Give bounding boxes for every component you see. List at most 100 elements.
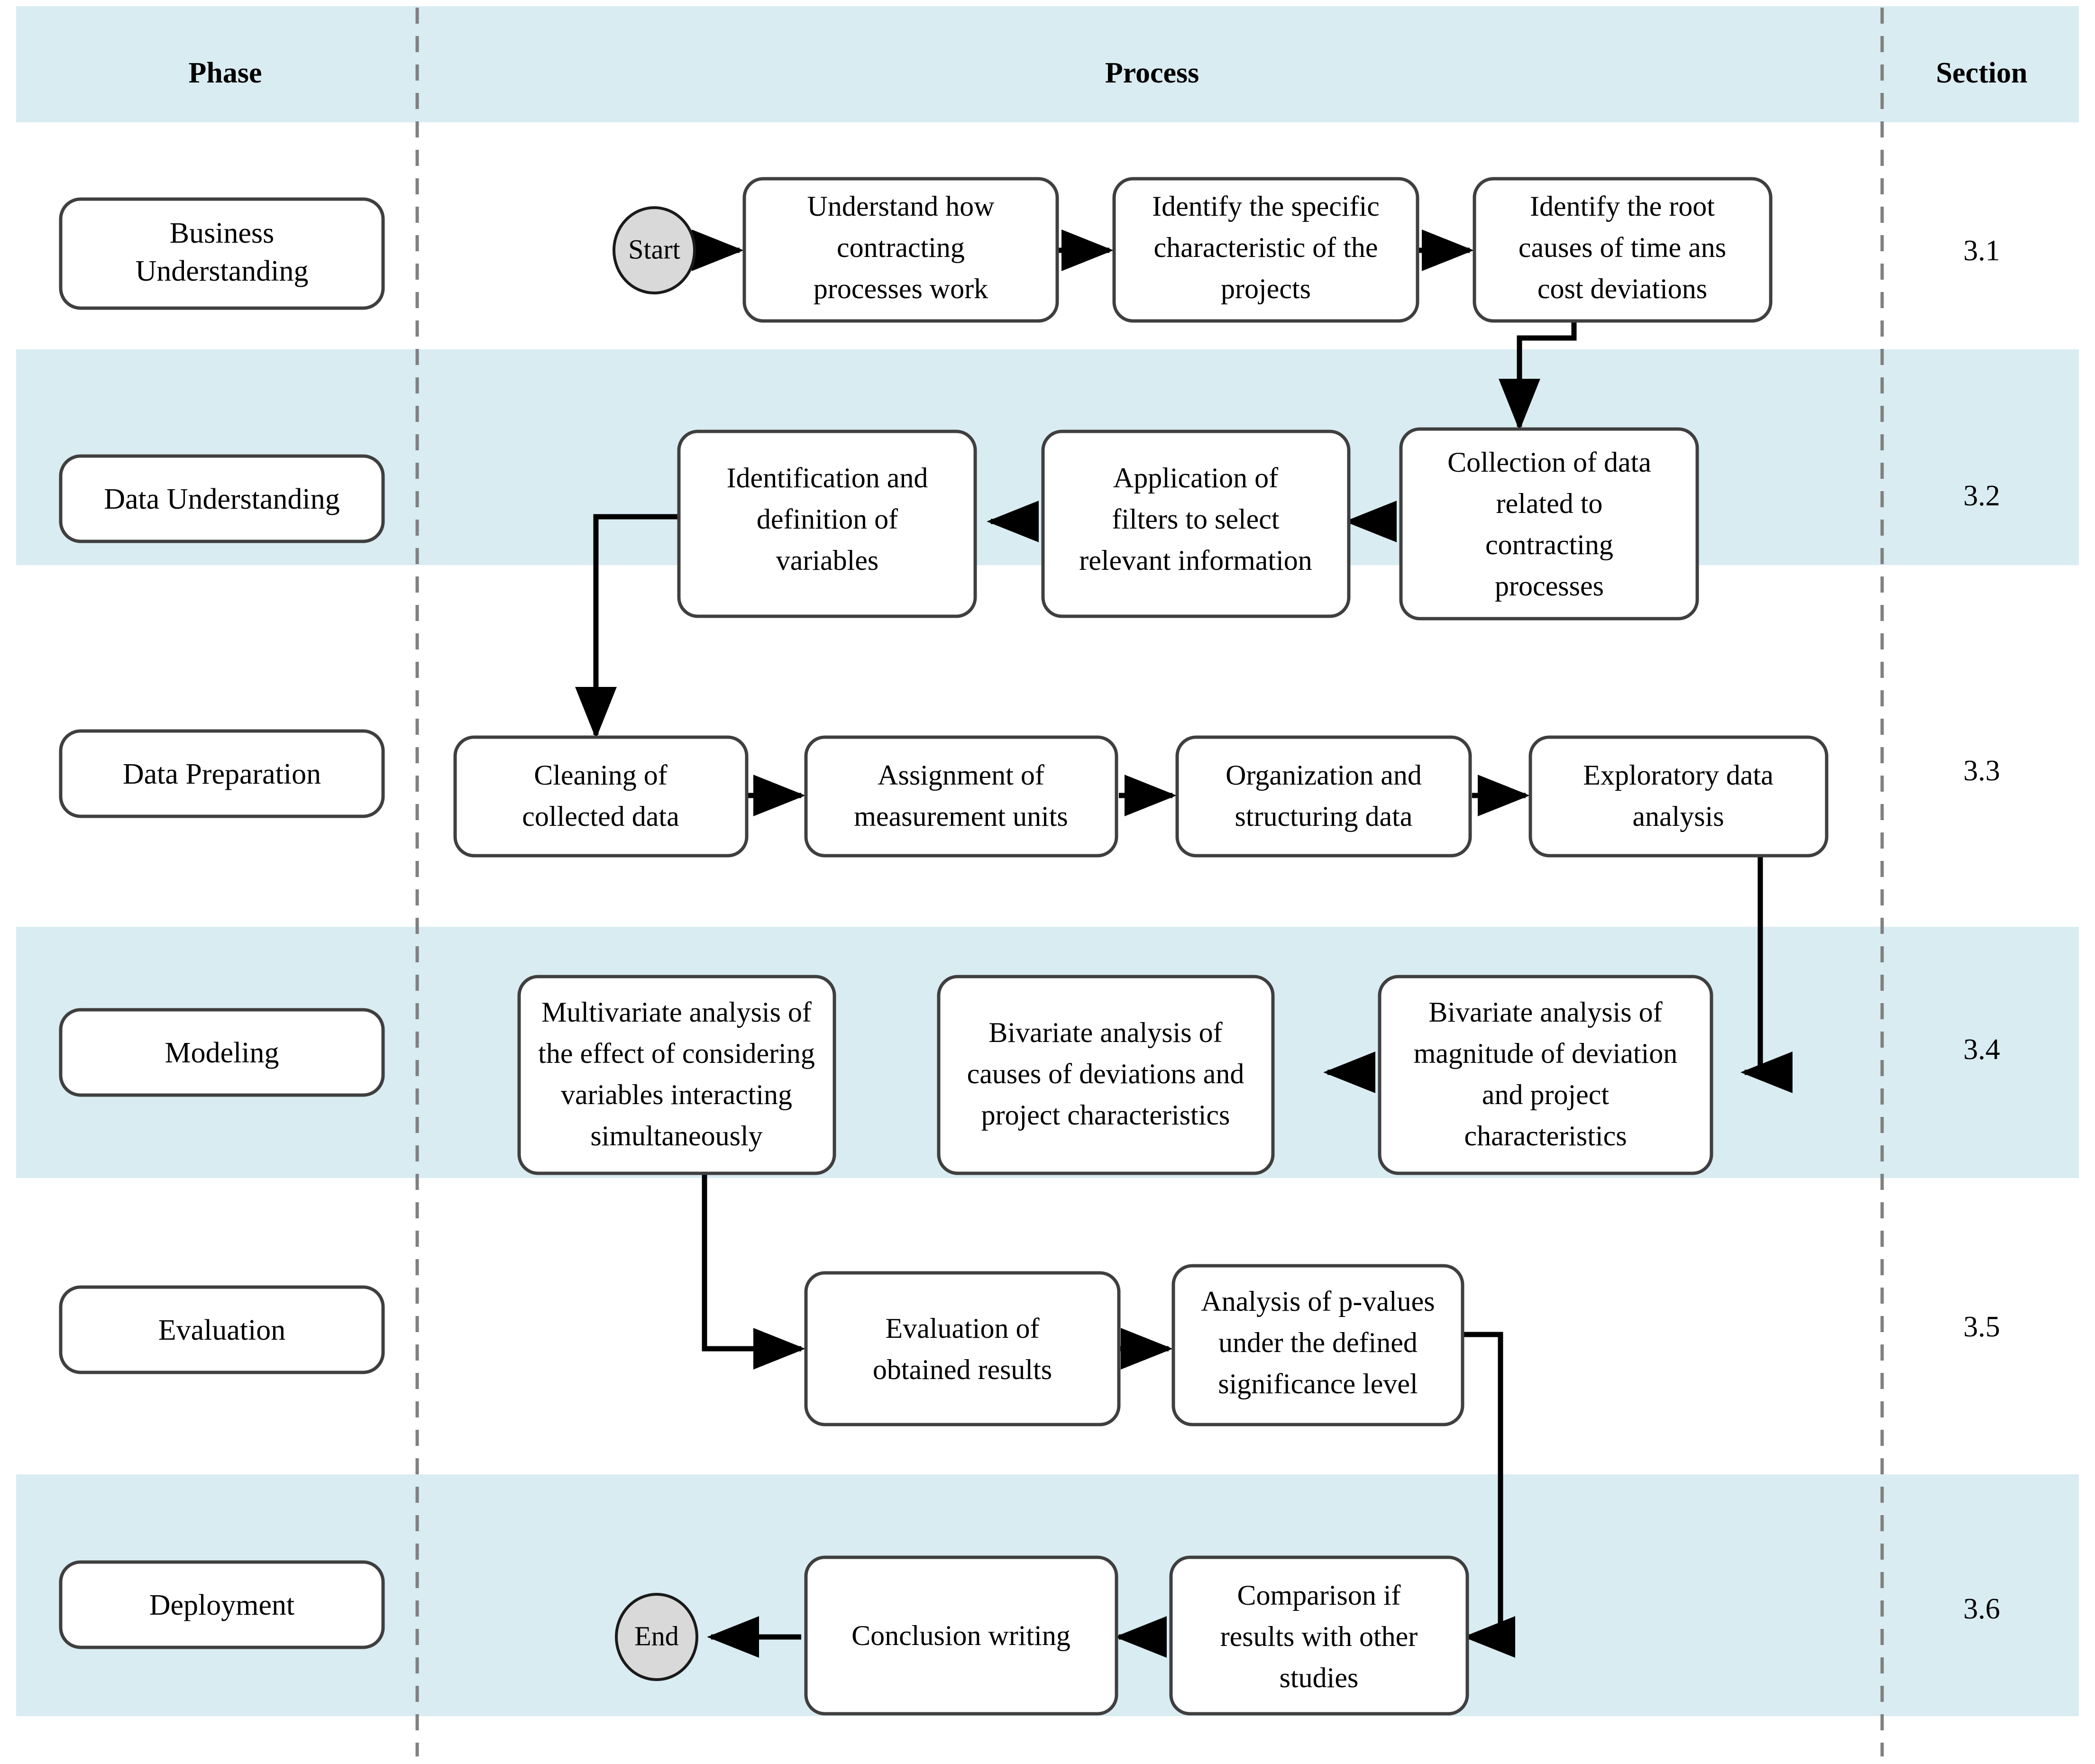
node-label-line-1: Comparison if bbox=[1237, 1580, 1401, 1611]
node-cleaning-of-collected-data[interactable]: Cleaning of collected data bbox=[453, 735, 749, 858]
node-application-of-filters-to-select-relevant-information[interactable]: Application of filters to select relevan… bbox=[1041, 430, 1351, 618]
node-label-line-1: Evaluation of bbox=[886, 1313, 1040, 1344]
node-box[interactable] bbox=[517, 975, 836, 1175]
node-label-line-1: Multivariate analysis of bbox=[541, 996, 812, 1028]
node-identification-and-definition-of-variables[interactable]: Identification and definition of variabl… bbox=[677, 430, 977, 618]
band-header bbox=[16, 6, 2079, 122]
node-label-line-3: variables bbox=[776, 545, 879, 576]
phase-column: Business Understanding Data Understandin… bbox=[59, 197, 385, 1649]
node-box[interactable] bbox=[804, 1555, 1118, 1716]
node-box[interactable] bbox=[804, 1271, 1121, 1426]
connector-r5n2-to-r6n2 bbox=[1463, 1332, 1516, 1658]
node-label-line-2: definition of bbox=[757, 503, 898, 535]
node-box[interactable] bbox=[937, 975, 1275, 1175]
node-box[interactable] bbox=[1528, 735, 1829, 858]
node-label-line-1: Collection of data bbox=[1447, 447, 1651, 478]
phase-box[interactable] bbox=[59, 729, 385, 818]
node-label-line-3: contracting bbox=[1485, 529, 1613, 560]
node-label-line-1: Analysis of p-values bbox=[1201, 1286, 1435, 1317]
phase-business-understanding[interactable]: Business Understanding bbox=[59, 197, 385, 310]
node-multivariate-analysis-of-the-effect-of-considering-variables-interacting-simultaneously[interactable]: Multivariate analysis of the effect of c… bbox=[517, 975, 836, 1175]
node-label-line-1: Understand how bbox=[807, 191, 995, 222]
node-label-line-2: filters to select bbox=[1112, 503, 1280, 535]
node-label-line-4: simultaneously bbox=[590, 1120, 762, 1152]
end-ellipse[interactable] bbox=[615, 1593, 698, 1681]
node-assignment-of-measurement-units[interactable]: Assignment of measurement units bbox=[804, 735, 1118, 858]
node-label-line-2: measurement units bbox=[854, 801, 1068, 832]
node-box[interactable] bbox=[453, 735, 749, 858]
phase-label-line-1: Data Understanding bbox=[104, 483, 340, 515]
node-analysis-of-p-values-under-the-defined-significance-level[interactable]: Analysis of p-values under the defined s… bbox=[1171, 1264, 1464, 1426]
row-6-nodes: Conclusion writing Comparison if results… bbox=[804, 1555, 1469, 1716]
row-4-nodes: Multivariate analysis of the effect of c… bbox=[517, 975, 1713, 1175]
node-label-line-2: characteristic of the bbox=[1153, 232, 1378, 263]
node-box[interactable] bbox=[804, 735, 1118, 858]
node-label-line-2: contracting bbox=[837, 232, 965, 263]
node-label-line-3: studies bbox=[1280, 1662, 1359, 1693]
row-3-nodes: Cleaning of collected data Assignment of… bbox=[453, 735, 1829, 858]
node-box[interactable] bbox=[742, 177, 1059, 323]
section-number-3-2: 3.2 bbox=[1963, 480, 2000, 512]
connector-r1n3-to-r2n3 bbox=[1499, 308, 1577, 431]
node-label-line-1: Identify the specific bbox=[1152, 191, 1380, 222]
phase-data-preparation[interactable]: Data Preparation bbox=[59, 729, 385, 818]
node-label-line-4: processes bbox=[1495, 570, 1604, 602]
node-box[interactable] bbox=[1171, 1264, 1464, 1426]
header-section: Section bbox=[1936, 57, 2028, 89]
node-label-line-1: Exploratory data bbox=[1583, 759, 1774, 791]
phase-modeling[interactable]: Modeling bbox=[59, 1008, 385, 1097]
connector-r4n1-to-r5n1 bbox=[702, 1174, 805, 1370]
connector-r3n4-to-r4n3 bbox=[1740, 837, 1793, 1093]
node-exploratory-data-analysis[interactable]: Exploratory data analysis bbox=[1528, 735, 1829, 858]
node-bivariate-analysis-of-causes-of-deviations-and-project-characteristics[interactable]: Bivariate analysis of causes of deviatio… bbox=[937, 975, 1275, 1175]
node-label-line-1: Assignment of bbox=[878, 759, 1044, 791]
phase-box[interactable] bbox=[59, 1285, 385, 1374]
row-2-nodes: Identification and definition of variabl… bbox=[677, 427, 1699, 621]
node-understand-how-contracting-processes-work[interactable]: Understand how contracting processes wor… bbox=[742, 177, 1059, 323]
node-box[interactable] bbox=[677, 430, 977, 618]
node-organization-and-structuring-data[interactable]: Organization and structuring data bbox=[1175, 735, 1472, 858]
node-conclusion-writing[interactable]: Conclusion writing bbox=[804, 1555, 1118, 1716]
phase-deployment[interactable]: Deployment bbox=[59, 1560, 385, 1649]
start-label: Start bbox=[628, 234, 680, 265]
section-number-3-4: 3.4 bbox=[1963, 1033, 2000, 1066]
node-box[interactable] bbox=[1041, 430, 1351, 618]
node-identify-the-specific-characteristic-of-the-projects[interactable]: Identify the specific characteristic of … bbox=[1112, 177, 1419, 323]
phase-data-understanding[interactable]: Data Understanding bbox=[59, 454, 385, 543]
node-identify-the-root-causes-of-time-ans-cost-deviations[interactable]: Identify the root causes of time ans cos… bbox=[1473, 177, 1773, 323]
phase-evaluation[interactable]: Evaluation bbox=[59, 1285, 385, 1374]
node-box[interactable] bbox=[1169, 1555, 1469, 1716]
start-ellipse[interactable] bbox=[613, 206, 696, 294]
phase-box[interactable] bbox=[59, 454, 385, 543]
node-evaluation-of-obtained-results[interactable]: Evaluation of obtained results bbox=[804, 1271, 1121, 1426]
phase-box[interactable] bbox=[59, 1560, 385, 1649]
node-label-line-2: results with other bbox=[1220, 1621, 1418, 1652]
header-phase: Phase bbox=[189, 57, 262, 89]
node-label-line-1: Organization and bbox=[1226, 759, 1422, 791]
node-box[interactable] bbox=[1399, 427, 1699, 621]
node-label-line-3: significance level bbox=[1218, 1368, 1418, 1399]
node-label-line-1: Bivariate analysis of bbox=[988, 1017, 1222, 1048]
connector-r2n1-to-r3n1 bbox=[575, 514, 683, 739]
node-box[interactable] bbox=[1473, 177, 1773, 323]
node-label-line-3: variables interacting bbox=[561, 1079, 792, 1110]
node-comparison-if-results-with-other-studies[interactable]: Comparison if results with other studies bbox=[1169, 1555, 1469, 1716]
node-bivariate-analysis-of-magnitude-of-deviation-and-project-characteristics[interactable]: Bivariate analysis of magnitude of devia… bbox=[1378, 975, 1713, 1175]
node-box[interactable] bbox=[1175, 735, 1472, 858]
phase-box[interactable] bbox=[59, 1008, 385, 1097]
node-label-line-1: Bivariate analysis of bbox=[1428, 996, 1662, 1028]
terminator-start[interactable]: Start bbox=[613, 206, 696, 294]
node-box[interactable] bbox=[1378, 975, 1713, 1175]
terminator-end[interactable]: End bbox=[615, 1593, 698, 1681]
node-label-line-3: projects bbox=[1221, 273, 1311, 304]
node-label-line-1: Cleaning of bbox=[534, 759, 668, 791]
phase-box[interactable] bbox=[59, 197, 385, 310]
node-label-line-3: processes work bbox=[814, 273, 988, 304]
node-box[interactable] bbox=[1112, 177, 1419, 323]
header-process: Process bbox=[1105, 57, 1199, 89]
node-collection-of-data-related-to-contracting-processes[interactable]: Collection of data related to contractin… bbox=[1399, 427, 1699, 621]
node-label-line-2: under the defined bbox=[1218, 1327, 1418, 1358]
node-label-line-3: and project bbox=[1482, 1079, 1610, 1110]
node-label-line-4: characteristics bbox=[1464, 1120, 1627, 1152]
node-label-line-1: Identify the root bbox=[1530, 191, 1715, 222]
